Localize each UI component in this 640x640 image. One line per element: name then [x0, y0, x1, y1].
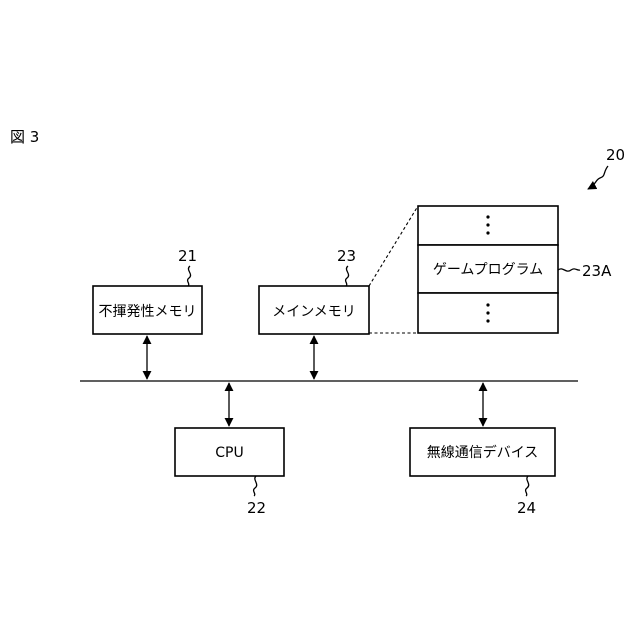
wireless-device-leader: [526, 476, 529, 496]
cpu-label: CPU: [215, 445, 243, 461]
main-memory-label: メインメモリ: [272, 304, 356, 320]
game-program-label: ゲームプログラム: [433, 262, 543, 278]
figure-label: 図 3: [10, 128, 39, 146]
memory-map-expansion-top: [369, 206, 418, 286]
game-program-leader: [558, 269, 580, 271]
cpu-ref: 22: [247, 499, 266, 517]
wireless-device-ref: 24: [517, 499, 536, 517]
nonvolatile-memory-label: 不揮発性メモリ: [99, 304, 197, 320]
nonvolatile-memory-ref: 21: [178, 247, 197, 265]
system-ref-label: 20: [606, 146, 625, 164]
cpu-leader: [254, 476, 257, 496]
game-program-ref: 23A: [582, 262, 612, 280]
main-memory-leader: [346, 266, 349, 286]
system-ref-arrow: [588, 166, 608, 189]
wireless-device-label: 無線通信デバイス: [427, 444, 539, 461]
nonvolatile-memory-leader: [188, 266, 191, 286]
main-memory-ref: 23: [337, 247, 356, 265]
